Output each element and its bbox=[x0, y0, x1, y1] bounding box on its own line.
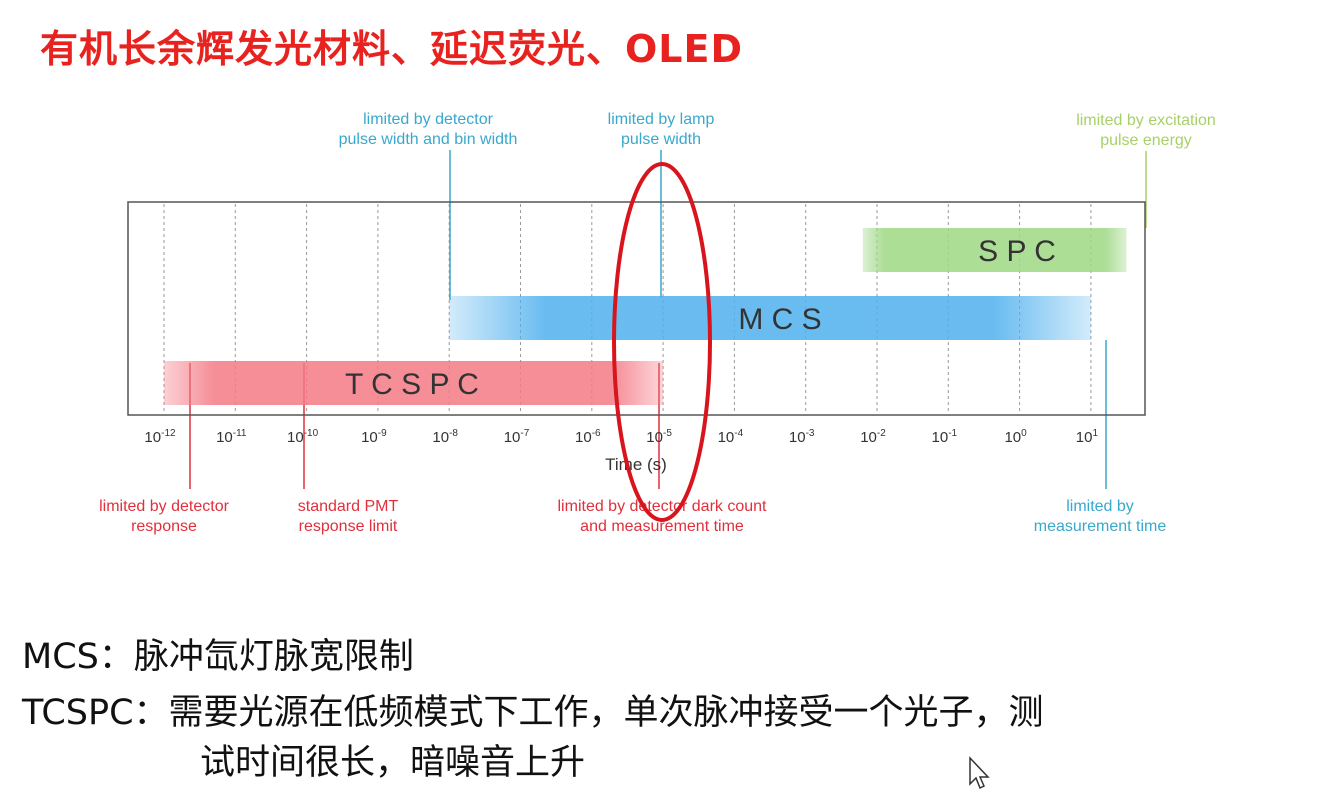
tick-label: 10-11 bbox=[216, 428, 247, 446]
highlight-ellipse bbox=[612, 162, 712, 522]
tick-label: 10-4 bbox=[718, 428, 744, 446]
tick-label: 101 bbox=[1076, 428, 1099, 446]
time-axis-label: Time (s) bbox=[605, 455, 667, 474]
bar-mcs bbox=[449, 296, 1091, 340]
bar-tcspc bbox=[164, 361, 664, 405]
tick-label: 10-6 bbox=[575, 428, 601, 446]
annotation-text: limited by detector bbox=[363, 111, 494, 128]
note-tcspc-line2: 试时间很长，暗噪音上升 bbox=[200, 743, 586, 783]
annotation-text: limited by detector bbox=[99, 498, 230, 515]
bar-label-tcspc: T C S P C bbox=[345, 368, 479, 401]
note-tcspc-line1: TCSPC：需要光源在低频模式下工作，单次脉冲接受一个光子，测 bbox=[22, 693, 1044, 733]
tick-label: 10-10 bbox=[287, 428, 319, 446]
annotation-text: limited by excitation bbox=[1076, 112, 1216, 129]
annotation-text: pulse energy bbox=[1100, 132, 1192, 149]
bar-spc bbox=[862, 228, 1127, 272]
annotation-text: response limit bbox=[299, 518, 398, 535]
annotation-text: pulse width and bin width bbox=[339, 131, 518, 148]
annotation-text: pulse width bbox=[621, 131, 701, 148]
chart-frame bbox=[127, 201, 1146, 416]
annotation-text: standard PMT bbox=[298, 498, 399, 515]
tick-label: 10-7 bbox=[504, 428, 530, 446]
bar-label-mcs: M C S bbox=[738, 303, 821, 336]
tick-label: 10-2 bbox=[860, 428, 886, 446]
annotation-text: and measurement time bbox=[580, 518, 744, 535]
annotation-text: measurement time bbox=[1034, 518, 1167, 535]
annotation-text: response bbox=[131, 518, 197, 535]
tick-label: 10-3 bbox=[789, 428, 815, 446]
note-mcs: MCS：脉冲氙灯脉宽限制 bbox=[22, 637, 414, 677]
tick-label: 10-9 bbox=[361, 428, 387, 446]
annotation-text: limited by detector dark count bbox=[558, 498, 768, 515]
bar-label-spc: S P C bbox=[978, 235, 1056, 268]
tick-label: 10-12 bbox=[144, 428, 176, 446]
slide-title: 有机长余辉发光材料、延迟荧光、OLED bbox=[40, 27, 744, 71]
mouse-cursor-icon bbox=[969, 756, 990, 790]
annotation-text: limited by lamp bbox=[608, 111, 715, 128]
tick-label: 10-5 bbox=[646, 428, 672, 446]
tick-label: 10-8 bbox=[432, 428, 458, 446]
time-range-diagram: S P C M C S T C S P C 10-12 10-11 10-10 10-9 1… bbox=[99, 111, 1216, 535]
annotation-text: limited by bbox=[1066, 498, 1134, 515]
tick-label: 100 bbox=[1004, 428, 1027, 446]
tick-label: 10-1 bbox=[932, 428, 958, 446]
